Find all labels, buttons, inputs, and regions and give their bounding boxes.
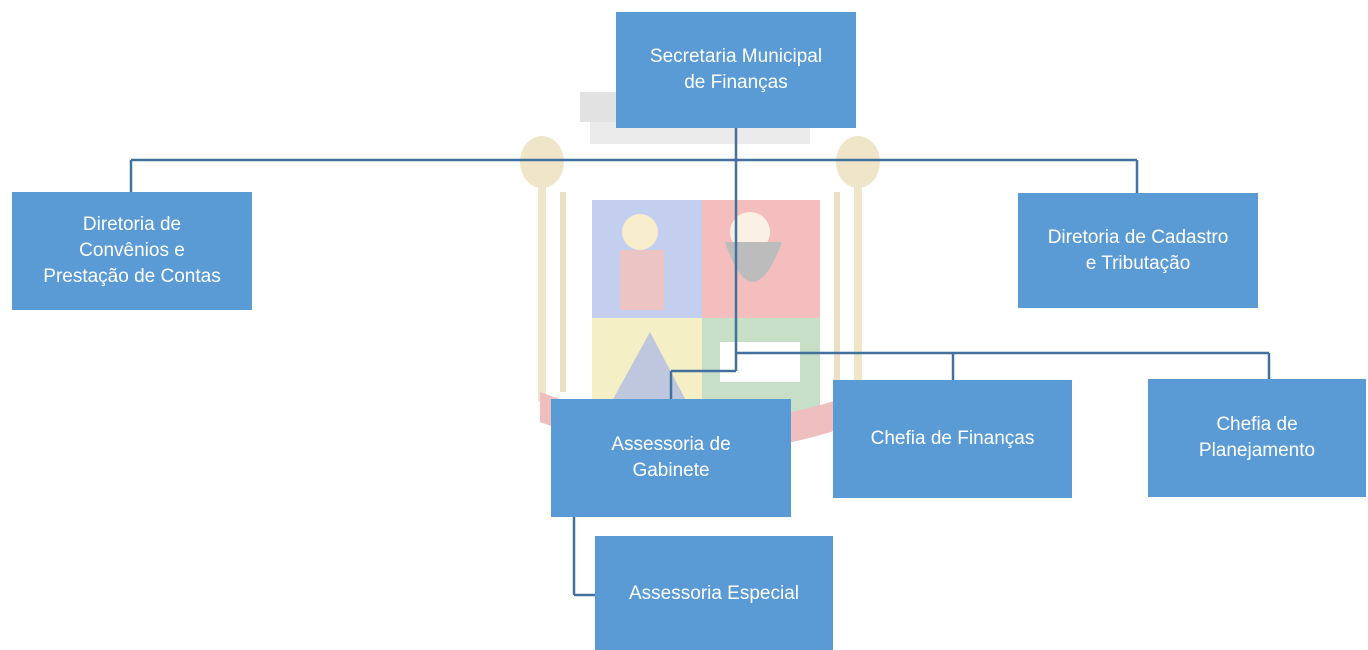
box-label: Assessoria de Gabinete <box>611 434 731 481</box>
box-label: Assessoria Especial <box>628 583 800 604</box>
org-box-diretoria-convenios: Diretoria de Convênios e Prestação de Co… <box>12 192 252 310</box>
box-label: Secretaria Municipal de Finanças <box>649 46 823 93</box>
org-box-assessoria-especial: Assessoria Especial <box>595 536 833 650</box>
org-box-diretoria-cadastro: Diretoria de Cadastro e Tributação <box>1018 193 1258 308</box>
org-box-chefia-planejamento: Chefia de Planejamento <box>1148 379 1366 497</box>
org-box-chefia-financas: Chefia de Finanças <box>833 380 1072 498</box>
org-box-secretaria-financas: Secretaria Municipal de Finanças <box>616 12 856 128</box>
box-label: Diretoria de Cadastro e Tributação <box>1047 226 1229 274</box>
box-label: Chefia de Finanças <box>870 428 1035 449</box>
box-label: Chefia de Planejamento <box>1198 414 1316 461</box>
org-box-assessoria-gabinete: Assessoria de Gabinete <box>551 399 791 517</box>
box-label: Diretoria de Convênios e Prestação de Co… <box>43 214 221 287</box>
